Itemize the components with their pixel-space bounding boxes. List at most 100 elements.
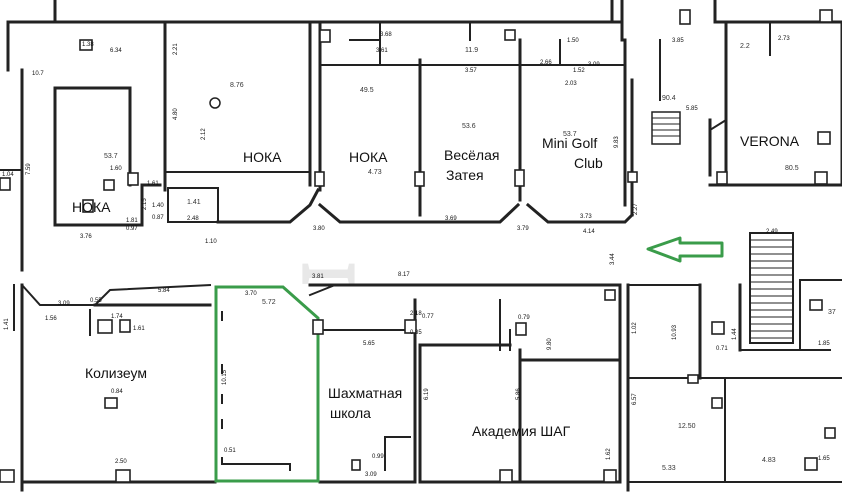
dim-label: 10.93 xyxy=(672,324,678,340)
stairs-icon xyxy=(749,232,794,344)
area-label: 1.41 xyxy=(187,199,201,206)
dim-label: 1.40 xyxy=(152,203,164,209)
dim-label: 6.34 xyxy=(110,48,122,54)
area-label: 53.6 xyxy=(462,123,476,130)
area-label: 5.33 xyxy=(662,465,676,472)
dim-label: 1.44 xyxy=(732,328,738,340)
dim-label: 0.84 xyxy=(111,389,123,395)
area-label: 4.73 xyxy=(368,169,382,176)
dim-label: 10.7 xyxy=(32,71,44,77)
area-label: 49.5 xyxy=(360,87,374,94)
dim-label: 3.85 xyxy=(672,38,684,44)
tenant-noka-3: НОКА xyxy=(349,149,388,165)
area-label: 8.76 xyxy=(230,82,244,89)
dim-label: 3.79 xyxy=(517,226,529,232)
dim-label: 0.71 xyxy=(716,346,728,352)
dim-label: 3.70 xyxy=(245,291,257,297)
dim-label: 5.86 xyxy=(516,388,522,400)
area-label: 53.7 xyxy=(104,153,118,160)
area-labels: 53.7 8.76 49.5 4.73 53.6 53.7 90.4 80.5 … xyxy=(104,43,836,472)
dim-label: 6.19 xyxy=(424,388,430,400)
highlighted-unit-outline[interactable] xyxy=(214,285,320,483)
dim-label: 2.49 xyxy=(766,229,778,235)
dim-label: 0.97 xyxy=(126,226,138,232)
stairs-icon-small xyxy=(651,111,681,145)
dim-label: 1.74 xyxy=(111,314,123,320)
dim-label: 1.60 xyxy=(110,166,122,172)
dim-label: 5.84 xyxy=(158,288,170,294)
dim-label: 8.17 xyxy=(398,272,410,278)
dim-label: 2.27 xyxy=(633,203,639,215)
dim-label: 3.09 xyxy=(365,472,377,478)
dim-label: 3.09 xyxy=(588,62,600,68)
dim-label: 4.14 xyxy=(583,229,595,235)
area-label: 90.4 xyxy=(662,95,676,102)
dim-label: 3.44 xyxy=(610,253,616,265)
dim-label: 1.04 xyxy=(2,172,14,178)
dim-label: 3.80 xyxy=(313,226,325,232)
area-label: 4.83 xyxy=(762,457,776,464)
dim-label: 0.51 xyxy=(224,448,236,454)
dim-label: 0.87 xyxy=(152,215,164,221)
dim-label: 2.12 xyxy=(201,128,207,140)
dim-label: 7.59 xyxy=(26,163,32,175)
area-label: 11.9 xyxy=(465,47,478,54)
tenant-akademiya-shag: Академия ШАГ xyxy=(472,423,571,439)
dim-label: 1.85 xyxy=(818,341,830,347)
tenant-mini-golf-line1: Mini Golf xyxy=(542,135,597,151)
dim-label: 2.50 xyxy=(115,459,127,465)
dim-label: 1.02 xyxy=(632,322,638,334)
dim-label: 1.50 xyxy=(567,38,579,44)
dim-label: 1.65 xyxy=(818,456,830,462)
dim-label: 2.15 xyxy=(142,198,148,210)
dim-label: 0.77 xyxy=(422,314,434,320)
dim-label: 3.09 xyxy=(58,301,70,307)
area-label: 12.50 xyxy=(678,423,696,430)
tenant-koliseum: Колизеум xyxy=(85,365,147,381)
dim-label: 2.18 xyxy=(410,311,422,317)
area-label: 53.7 xyxy=(563,131,577,138)
tenant-verona: VERONA xyxy=(740,133,800,149)
dim-label: 1.52 xyxy=(573,68,585,74)
dim-label: 9.83 xyxy=(614,136,620,148)
left-arrow-icon xyxy=(646,236,724,263)
columns xyxy=(0,9,836,483)
dim-label: 3.73 xyxy=(580,214,592,220)
dim-label: 2.03 xyxy=(565,81,577,87)
dim-label: 2.66 xyxy=(540,60,552,66)
dim-label: 2.73 xyxy=(778,36,790,42)
unit-interior-marks xyxy=(221,311,291,471)
dim-label: 0.79 xyxy=(518,315,530,321)
tenant-noka-1: НОКА xyxy=(72,199,111,215)
dim-label: 3.68 xyxy=(380,32,392,38)
dim-label: 0.85 xyxy=(410,330,422,336)
tenant-noka-2: НОКА xyxy=(243,149,282,165)
dim-label: 3.57 xyxy=(465,68,477,74)
dim-label: 1.61 xyxy=(133,326,145,332)
dim-label: 1.61 xyxy=(147,181,159,187)
dim-label: 1.81 xyxy=(126,218,138,224)
dim-label: 1.10 xyxy=(205,239,217,245)
dim-label: 1.62 xyxy=(606,448,612,460)
watermark: ꟷ xyxy=(300,237,357,315)
tenant-veselaya-line2: Затея xyxy=(446,167,484,183)
dim-label: 1.41 xyxy=(4,318,10,330)
dimension-labels: 3.70 3.81 8.17 5.84 3.09 2.50 10.15 0.51… xyxy=(2,32,830,478)
dim-label: 3.61 xyxy=(376,48,388,54)
tenant-chess-line1: Шахматная xyxy=(328,385,402,401)
tenant-veselaya-line1: Весёлая xyxy=(444,147,499,163)
area-label: 5.72 xyxy=(262,299,276,306)
dim-label: 10.15 xyxy=(222,369,228,385)
dim-label: 3.81 xyxy=(312,274,324,280)
dim-label: 5.65 xyxy=(363,341,375,347)
dim-label: 2.21 xyxy=(173,43,179,55)
tenant-chess-line2: школа xyxy=(330,405,371,421)
dim-label: 6.57 xyxy=(632,393,638,405)
dim-label: 1.56 xyxy=(45,316,57,322)
area-label: 2.2 xyxy=(740,43,750,50)
dim-label: 3.76 xyxy=(80,234,92,240)
dim-label: 1.38 xyxy=(82,42,94,48)
dim-label: 0.55 xyxy=(90,298,102,304)
